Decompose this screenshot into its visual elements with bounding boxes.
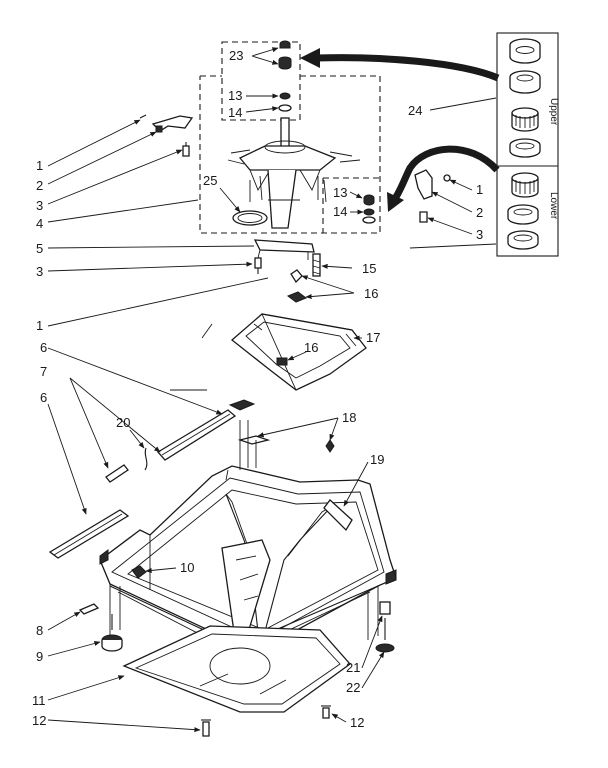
callout-1-mid: 1 [36, 318, 43, 333]
callout-21: 21 [346, 660, 360, 675]
callout-16-lower: 16 [304, 340, 318, 355]
lower-kit-label: Lower [548, 192, 559, 220]
callout-6-lower: 6 [40, 390, 47, 405]
left-bracket-parts [139, 114, 194, 157]
callout-3-right: 3 [476, 227, 483, 242]
callout-12-right: 12 [350, 715, 364, 730]
callout-13-lower: 13 [333, 185, 347, 200]
seal-ring [232, 210, 268, 226]
lower-bearing-kit [507, 172, 539, 250]
gearcase-support [230, 313, 367, 391]
callout-1: 1 [36, 158, 43, 173]
callout-3: 3 [36, 198, 43, 213]
right-bracket-parts [414, 169, 451, 223]
lower-kit-arrow [391, 145, 500, 203]
pivot-pin-15 [312, 253, 321, 277]
actuator-plate [253, 239, 315, 260]
lower-kit-arrowhead [387, 192, 404, 212]
callout-24: 24 [408, 103, 422, 118]
callout-6: 6 [40, 340, 47, 355]
callout-5: 5 [36, 241, 43, 256]
upper-kit-label: Upper [548, 98, 559, 126]
gearcase-assembly [227, 117, 361, 229]
upper-kit-arrow [315, 54, 500, 82]
callout-14: 14 [228, 105, 242, 120]
base-pan [122, 625, 351, 713]
callout-23: 23 [229, 48, 243, 63]
clip-16-a [290, 269, 303, 284]
callout-25: 25 [203, 173, 217, 188]
callout-labels: 23 13 14 24 25 13 14 1 2 3 4 1 2 3 5 3 1… [32, 48, 483, 730]
callout-7: 7 [40, 364, 47, 379]
lower-bearing-stack [362, 194, 376, 224]
leveling-foot-right [375, 601, 395, 653]
callout-16: 16 [364, 286, 378, 301]
callout-4: 4 [36, 216, 43, 231]
callout-22: 22 [346, 680, 360, 695]
callout-13: 13 [228, 88, 242, 103]
upper-bearing-kit [509, 38, 541, 158]
callout-3-mid: 3 [36, 264, 43, 279]
callout-12: 12 [32, 713, 46, 728]
callout-17: 17 [366, 330, 380, 345]
callout-11: 11 [32, 693, 46, 708]
callout-9: 9 [36, 649, 43, 664]
screw-12-right [321, 705, 331, 719]
callout-8: 8 [36, 623, 43, 638]
leader-lines [47, 47, 497, 733]
callout-19: 19 [370, 452, 384, 467]
screw-3 [254, 257, 262, 274]
clip-16-b [286, 291, 308, 303]
callout-2-right: 2 [476, 205, 483, 220]
callout-18: 18 [342, 410, 356, 425]
screw-12-left [201, 719, 211, 737]
callout-15: 15 [362, 261, 376, 276]
callout-20: 20 [116, 415, 130, 430]
gearcase-group-outline [199, 41, 381, 234]
callout-10: 10 [180, 560, 194, 575]
stray-mark [201, 323, 213, 339]
callout-2: 2 [36, 178, 43, 193]
callout-14-lower: 14 [333, 204, 347, 219]
upper-kit-arrowhead [300, 48, 320, 68]
bearing-kit-box: Upper Lower [496, 32, 559, 257]
bearing-stack [278, 40, 292, 112]
callout-1-right: 1 [476, 182, 483, 197]
leveling-foot-left [78, 603, 123, 652]
base-frame [48, 399, 397, 655]
